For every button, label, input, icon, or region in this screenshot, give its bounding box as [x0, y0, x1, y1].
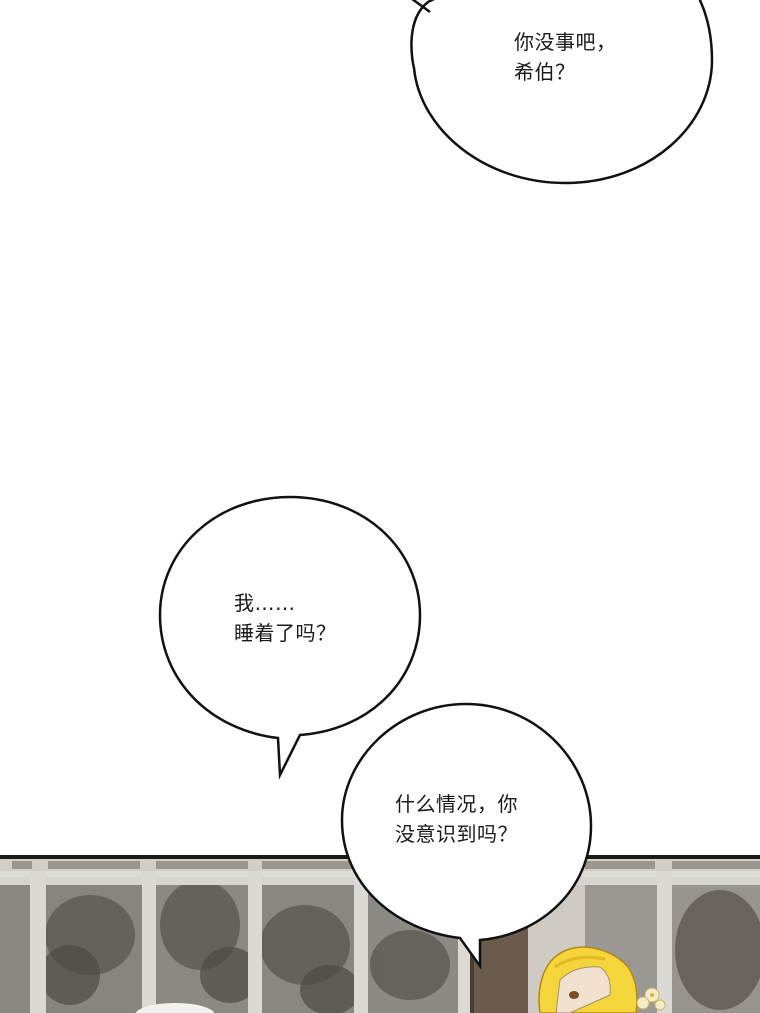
speech-bubble-3-text: 什么情况，你 没意识到吗？: [395, 789, 518, 849]
speech-bubble-2-line-1: 我……: [234, 591, 296, 615]
window-scene-art: [0, 855, 760, 1013]
speech-bubble-1-text: 你没事吧， 希伯？: [514, 27, 617, 87]
speech-bubble-3-line-2: 没意识到吗？: [395, 822, 518, 846]
speech-bubble-2-line-2: 睡着了吗？: [234, 621, 337, 645]
speech-bubble-1-line-2: 希伯？: [514, 60, 576, 84]
speech-bubble-2-text: 我…… 睡着了吗？: [234, 588, 337, 648]
speech-bubble-3-line-1: 什么情况，你: [395, 792, 518, 816]
white-figure: [135, 1003, 215, 1013]
window-scene-panel: [0, 855, 760, 1013]
speech-bubble-1-line-1: 你没事吧，: [514, 30, 617, 54]
